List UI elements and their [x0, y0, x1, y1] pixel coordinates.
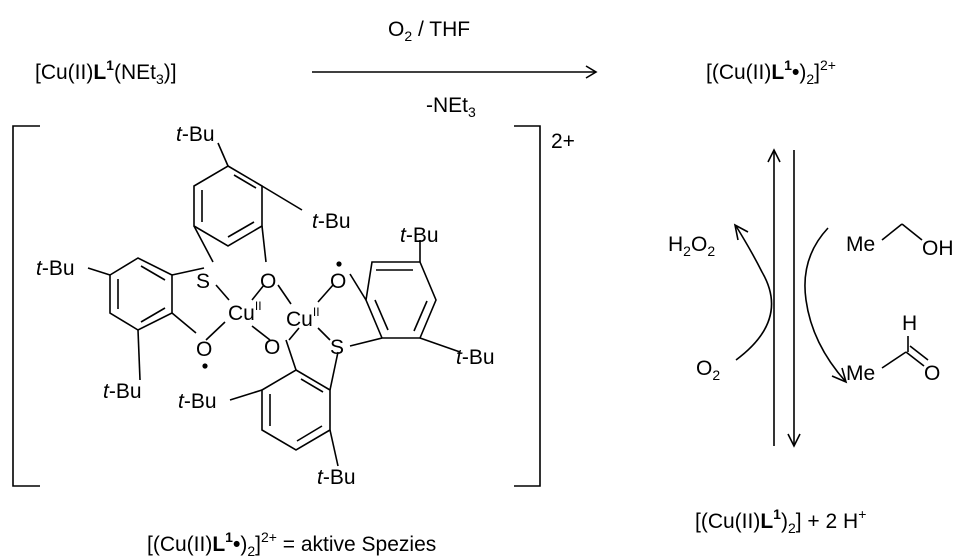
ring-c-tbu2-bond — [419, 337, 461, 353]
atom-o2: O — [196, 338, 212, 361]
tbu-label-2: t-Bu — [312, 210, 351, 233]
ring-b-tbu-bond — [87, 267, 111, 276]
ethanol-bond-2 — [901, 223, 923, 241]
atom-cu2: CuII — [286, 305, 320, 331]
o3-cu2-bond — [288, 327, 300, 341]
h2o2-label: H2O2 — [668, 233, 715, 259]
ring-b-double-2 — [140, 307, 166, 323]
ring-a — [193, 165, 263, 247]
tbu-label-5: t-Bu — [456, 346, 495, 369]
o3-cu1-bond — [251, 325, 271, 341]
caption-regenerated: [(Cu(II)L1)2] + 2 H+ — [695, 506, 866, 536]
atom-o3: O — [264, 336, 280, 359]
cycle-arrow-down-head — [787, 433, 801, 448]
left-bracket — [12, 125, 40, 487]
reaction-arrow-head — [585, 65, 598, 79]
ethanol-bond-1 — [881, 223, 903, 241]
aldehyde-me: Me — [846, 362, 875, 385]
ring-b-o-bond — [171, 312, 197, 334]
ring-d-s-bond — [329, 351, 339, 391]
caption-active-species: [(Cu(II)L1•)2]2+ = aktive Spezies — [147, 529, 436, 557]
atom-s1: S — [196, 270, 210, 293]
product-label: [(Cu(II)L1•)2]2+ — [706, 57, 836, 87]
reactant-label: [Cu(II)L1(NEt3)] — [35, 57, 177, 87]
ring-d-double-2 — [296, 425, 323, 442]
ethanol-me: Me — [846, 233, 875, 256]
ring-c-s-bond — [349, 337, 383, 347]
tbu-label-7: t-Bu — [178, 390, 217, 413]
ring-d-double-1 — [300, 378, 324, 393]
radical-dot-o4 — [336, 261, 342, 267]
ring-a-o-bond — [261, 225, 267, 263]
ring-d-tbu2-bond — [329, 429, 339, 467]
atom-o1: O — [260, 270, 276, 293]
aldehyde-o: O — [924, 362, 940, 385]
s2-cu2-bond — [317, 327, 331, 341]
ring-a-double-2 — [227, 221, 255, 238]
ring-c-double-2 — [413, 300, 428, 332]
tbu-label-1: t-Bu — [176, 123, 215, 146]
complex-charge: 2+ — [551, 130, 575, 153]
condition-top: O2 / THF — [388, 18, 470, 44]
tbu-label-8: t-Bu — [317, 466, 356, 489]
tbu-label-6: t-Bu — [103, 380, 142, 403]
o1-cu2-bond — [277, 284, 292, 305]
o1-cu1-bond — [251, 284, 265, 301]
tbu-label-4: t-Bu — [400, 224, 439, 247]
ethanol-oh: OH — [922, 237, 954, 260]
atom-cu1: CuII — [228, 299, 262, 325]
ring-b-tbu2-bond — [137, 329, 141, 381]
ring-c-o-bond — [349, 273, 367, 301]
cycle-arrow-up-head — [767, 148, 781, 163]
ring-b-s-bond — [171, 267, 205, 276]
condition-bottom: -NEt3 — [426, 94, 476, 120]
left-curved-arrow — [735, 225, 773, 361]
ring-a-double-1 — [233, 174, 257, 189]
ring-a-s-bond — [193, 225, 214, 263]
ring-d — [261, 369, 331, 451]
ring-a-tbu-bond — [217, 142, 229, 167]
aldehyde-h: H — [902, 312, 917, 335]
ring-c-double-3 — [374, 299, 389, 331]
atom-o4: O — [330, 270, 346, 293]
tbu-label-3: t-Bu — [36, 257, 75, 280]
o2-cu1-bond — [205, 321, 226, 341]
atom-s2: S — [330, 336, 344, 359]
molecule-skeleton — [87, 142, 461, 467]
ring-c — [365, 261, 437, 339]
ring-d-tbu-bond — [229, 389, 263, 401]
right-curved-arrow-head — [831, 367, 848, 384]
aldehyde-co-bond-1 — [905, 351, 925, 367]
ring-b-double-1 — [140, 265, 166, 281]
aldehyde-co-bond-2 — [909, 345, 929, 361]
ring-d-o-bond — [285, 339, 297, 371]
o2-label: O2 — [696, 357, 720, 383]
left-curved-arrow-head — [733, 223, 749, 241]
ring-b — [109, 257, 173, 331]
radical-dot-o2 — [202, 363, 208, 369]
s1-cu1-bond — [215, 284, 230, 301]
ring-a-tbu2-bond — [261, 185, 303, 211]
right-bracket — [514, 125, 541, 487]
o4-cu2-bond — [317, 284, 334, 303]
aldehyde-cc-bond — [881, 351, 907, 369]
right-curved-arrow — [804, 227, 847, 383]
